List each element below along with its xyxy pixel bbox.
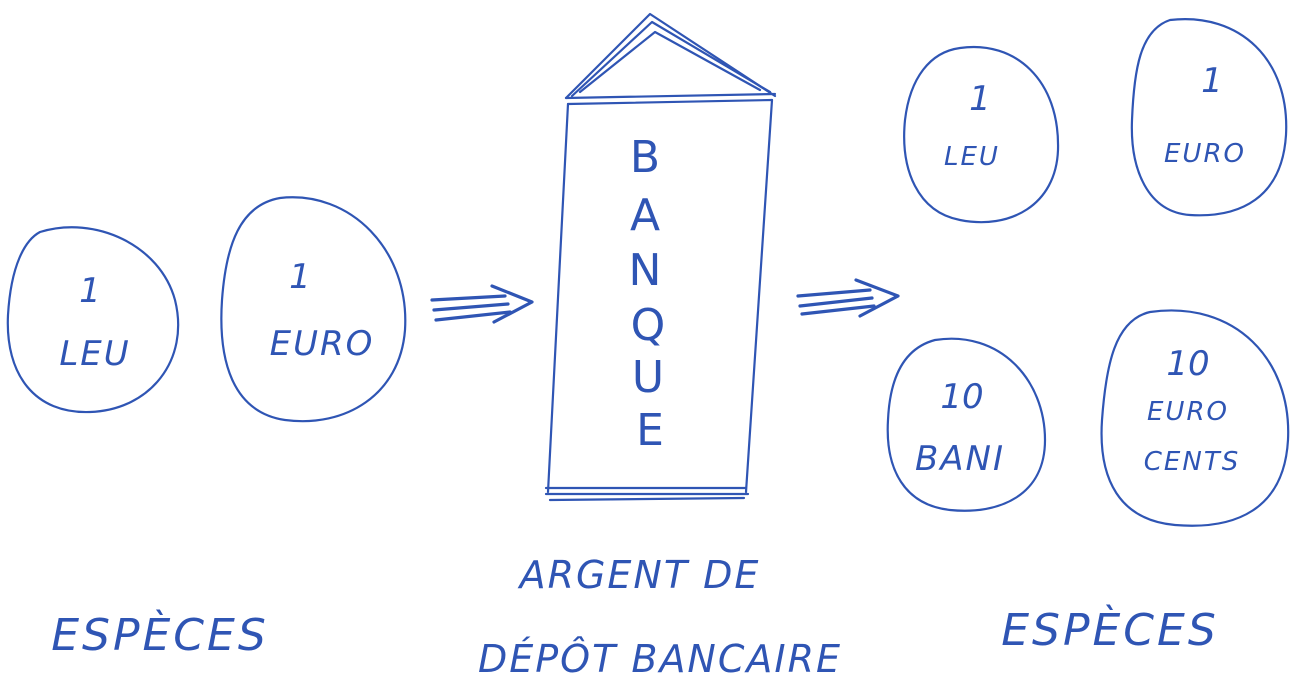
left-coin-leu: 1 LEU xyxy=(6,226,180,414)
bank-letter-u: U xyxy=(632,352,664,403)
right-coin-bani-label: BANI xyxy=(915,439,1005,479)
right-coin-leu-value: 1 xyxy=(969,79,991,119)
right-coin-euro-label: EURO xyxy=(1164,139,1246,169)
left-coin-euro-value: 1 xyxy=(289,257,311,297)
right-coin-eurocents-value: 10 xyxy=(1166,344,1209,384)
left-coin-euro-label: EURO xyxy=(270,324,375,364)
right-coin-leu: 1 LEU xyxy=(903,45,1060,224)
right-coin-leu-label: LEU xyxy=(944,142,1000,172)
right-coin-eurocents-label2: CENTS xyxy=(1144,447,1240,477)
bank-building xyxy=(544,12,777,502)
right-coin-bani: 10 BANI xyxy=(886,337,1047,512)
bank-letter-n: N xyxy=(629,245,662,296)
arrow-to-bank xyxy=(430,284,534,324)
bank-letter-e: E xyxy=(636,405,664,456)
right-coin-eurocents-label: EURO xyxy=(1147,397,1229,427)
bank-letter-q: Q xyxy=(631,300,666,351)
bank-label: B A N Q U E xyxy=(629,132,666,456)
bank-letter-b: B xyxy=(630,132,660,183)
left-coin-leu-label: LEU xyxy=(59,334,130,374)
right-caption: ESPÈCES xyxy=(1001,603,1219,656)
right-coin-euro: 1 EURO xyxy=(1130,18,1288,217)
bank-letter-a: A xyxy=(630,190,660,241)
right-coin-eurocents: 10 EURO CENTS xyxy=(1100,309,1290,527)
arrow-from-bank xyxy=(796,278,900,318)
center-caption-line1: ARGENT DE xyxy=(517,553,761,597)
left-caption: ESPÈCES xyxy=(51,608,269,661)
left-coin-leu-value: 1 xyxy=(79,271,101,311)
left-coin-euro: 1 EURO xyxy=(220,196,407,423)
center-caption-line2: DÉPÔT BANCAIRE xyxy=(478,637,842,681)
right-coin-bani-value: 10 xyxy=(940,377,983,417)
right-coin-euro-value: 1 xyxy=(1201,61,1223,101)
